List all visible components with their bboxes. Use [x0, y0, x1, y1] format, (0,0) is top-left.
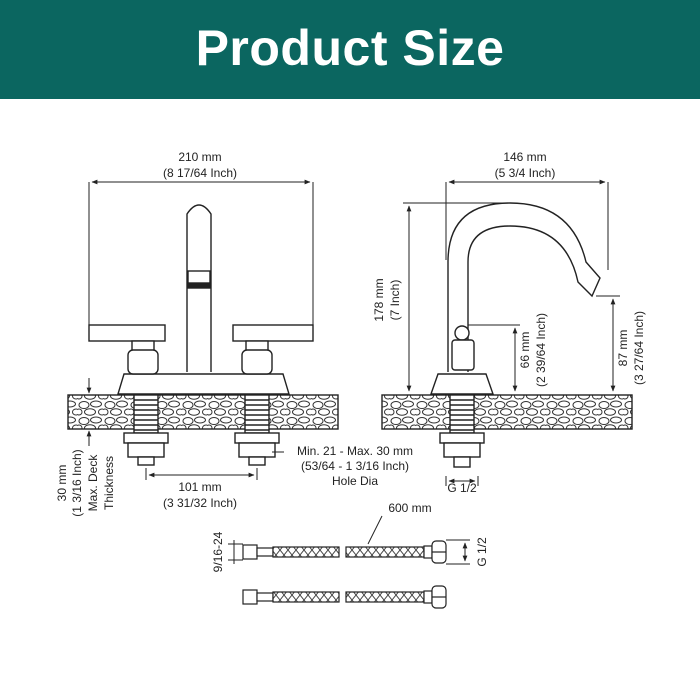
- deck-label-1: Max. Deck: [86, 454, 100, 512]
- side-reach-inch: (5 3/4 Inch): [495, 166, 556, 180]
- deck-mm: 30 mm: [55, 465, 69, 502]
- header-banner: Product Size: [0, 0, 700, 99]
- side-spout: [447, 202, 601, 372]
- right-shank: [234, 394, 280, 466]
- hoses: [242, 540, 447, 609]
- right-handle: [232, 324, 314, 375]
- left-shank: [123, 394, 169, 466]
- side-height-inch: (7 Inch): [388, 280, 402, 321]
- spout-height-inch: (3 27/64 Inch): [632, 311, 646, 385]
- front-center-mm: 101 mm: [178, 480, 221, 494]
- hose-length: 600 mm: [388, 501, 431, 515]
- side-deck: [381, 394, 633, 430]
- front-dimensions: [86, 179, 314, 480]
- hose-thread-left: 9/16-24: [211, 531, 225, 572]
- hose-dimensions: [228, 515, 470, 565]
- side-reach-mm: 146 mm: [503, 150, 546, 164]
- hose-thread-right: G 1/2: [475, 537, 489, 567]
- front-width-mm: 210 mm: [178, 150, 221, 164]
- deck-inch: (1 3/16 Inch): [70, 449, 84, 516]
- deck-label-2: Thickness: [102, 456, 116, 510]
- handle-height-mm: 66 mm: [518, 332, 532, 369]
- hose-bottom: [242, 585, 447, 609]
- hole-range-inch: (53/64 - 1 3/16 Inch): [301, 459, 409, 473]
- front-center-inch: (3 31/32 Inch): [163, 496, 237, 510]
- side-base: [430, 373, 494, 395]
- spout-height-mm: 87 mm: [616, 330, 630, 367]
- side-view: [381, 202, 633, 468]
- handle-height-inch: (2 39/64 Inch): [534, 313, 548, 387]
- side-handle: [451, 339, 475, 371]
- front-base-plate: [117, 373, 290, 395]
- side-height-mm: 178 mm: [372, 278, 386, 321]
- left-handle: [88, 324, 166, 375]
- hose-top: [242, 540, 447, 564]
- front-view: [67, 204, 339, 466]
- hole-range: Min. 21 - Max. 30 mm: [297, 444, 413, 458]
- front-deck: [67, 394, 339, 430]
- hole-label: Hole Dia: [332, 474, 378, 488]
- page-title: Product Size: [195, 19, 505, 76]
- front-width-inch: (8 17/64 Inch): [163, 166, 237, 180]
- side-thread: G 1/2: [447, 481, 477, 495]
- side-dimensions: [403, 179, 620, 486]
